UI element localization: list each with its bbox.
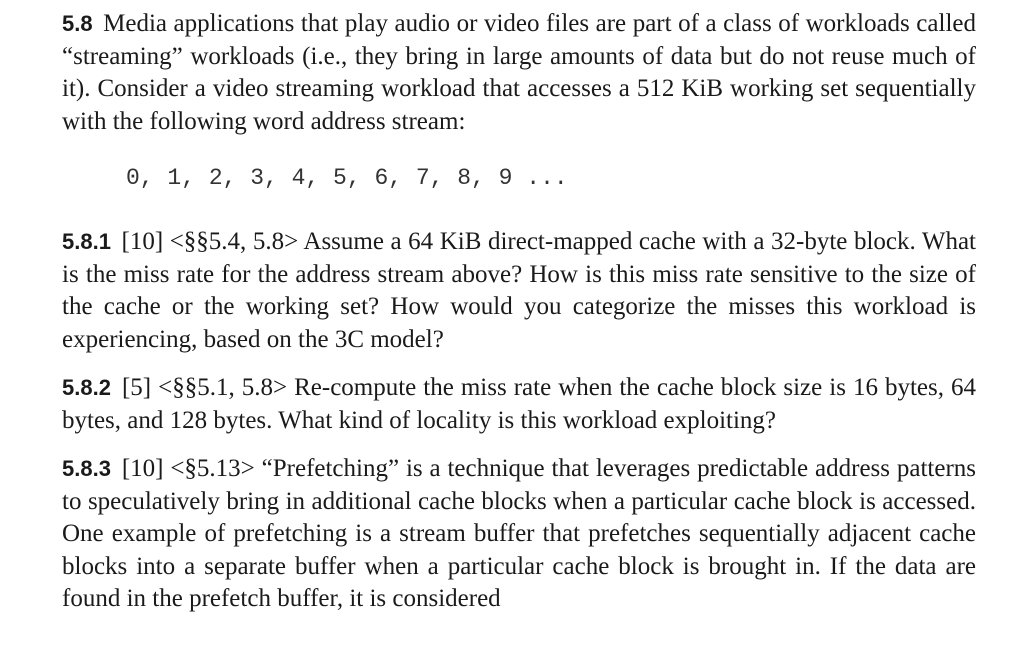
document-page: 5.8 Media applications that play audio o… bbox=[62, 8, 976, 616]
subproblem-5-8-1: 5.8.1 [10] <§§5.4, 5.8> Assume a 64 KiB … bbox=[62, 226, 976, 356]
problem-5-8: 5.8 Media applications that play audio o… bbox=[62, 8, 976, 138]
subproblem-text: [10] <§5.13> “Prefetching” is a techniqu… bbox=[62, 455, 977, 612]
subproblem-number: 5.8.2 bbox=[62, 375, 111, 400]
subproblem-5-8-2: 5.8.2 [5] <§§5.1, 5.8> Re-compute the mi… bbox=[62, 372, 976, 437]
subproblem-number: 5.8.1 bbox=[62, 229, 111, 254]
address-stream: 0, 1, 2, 3, 4, 5, 6, 7, 8, 9 ... bbox=[126, 165, 568, 191]
subproblem-number: 5.8.3 bbox=[62, 456, 111, 481]
subproblem-5-8-3: 5.8.3 [10] <§5.13> “Prefetching” is a te… bbox=[62, 453, 976, 616]
subproblem-text: [10] <§§5.4, 5.8> Assume a 64 KiB direct… bbox=[62, 228, 976, 353]
problem-number: 5.8 bbox=[62, 11, 93, 36]
subproblem-text: [5] <§§5.1, 5.8> Re-compute the miss rat… bbox=[62, 374, 976, 434]
problem-text: Media applications that play audio or vi… bbox=[62, 10, 976, 135]
